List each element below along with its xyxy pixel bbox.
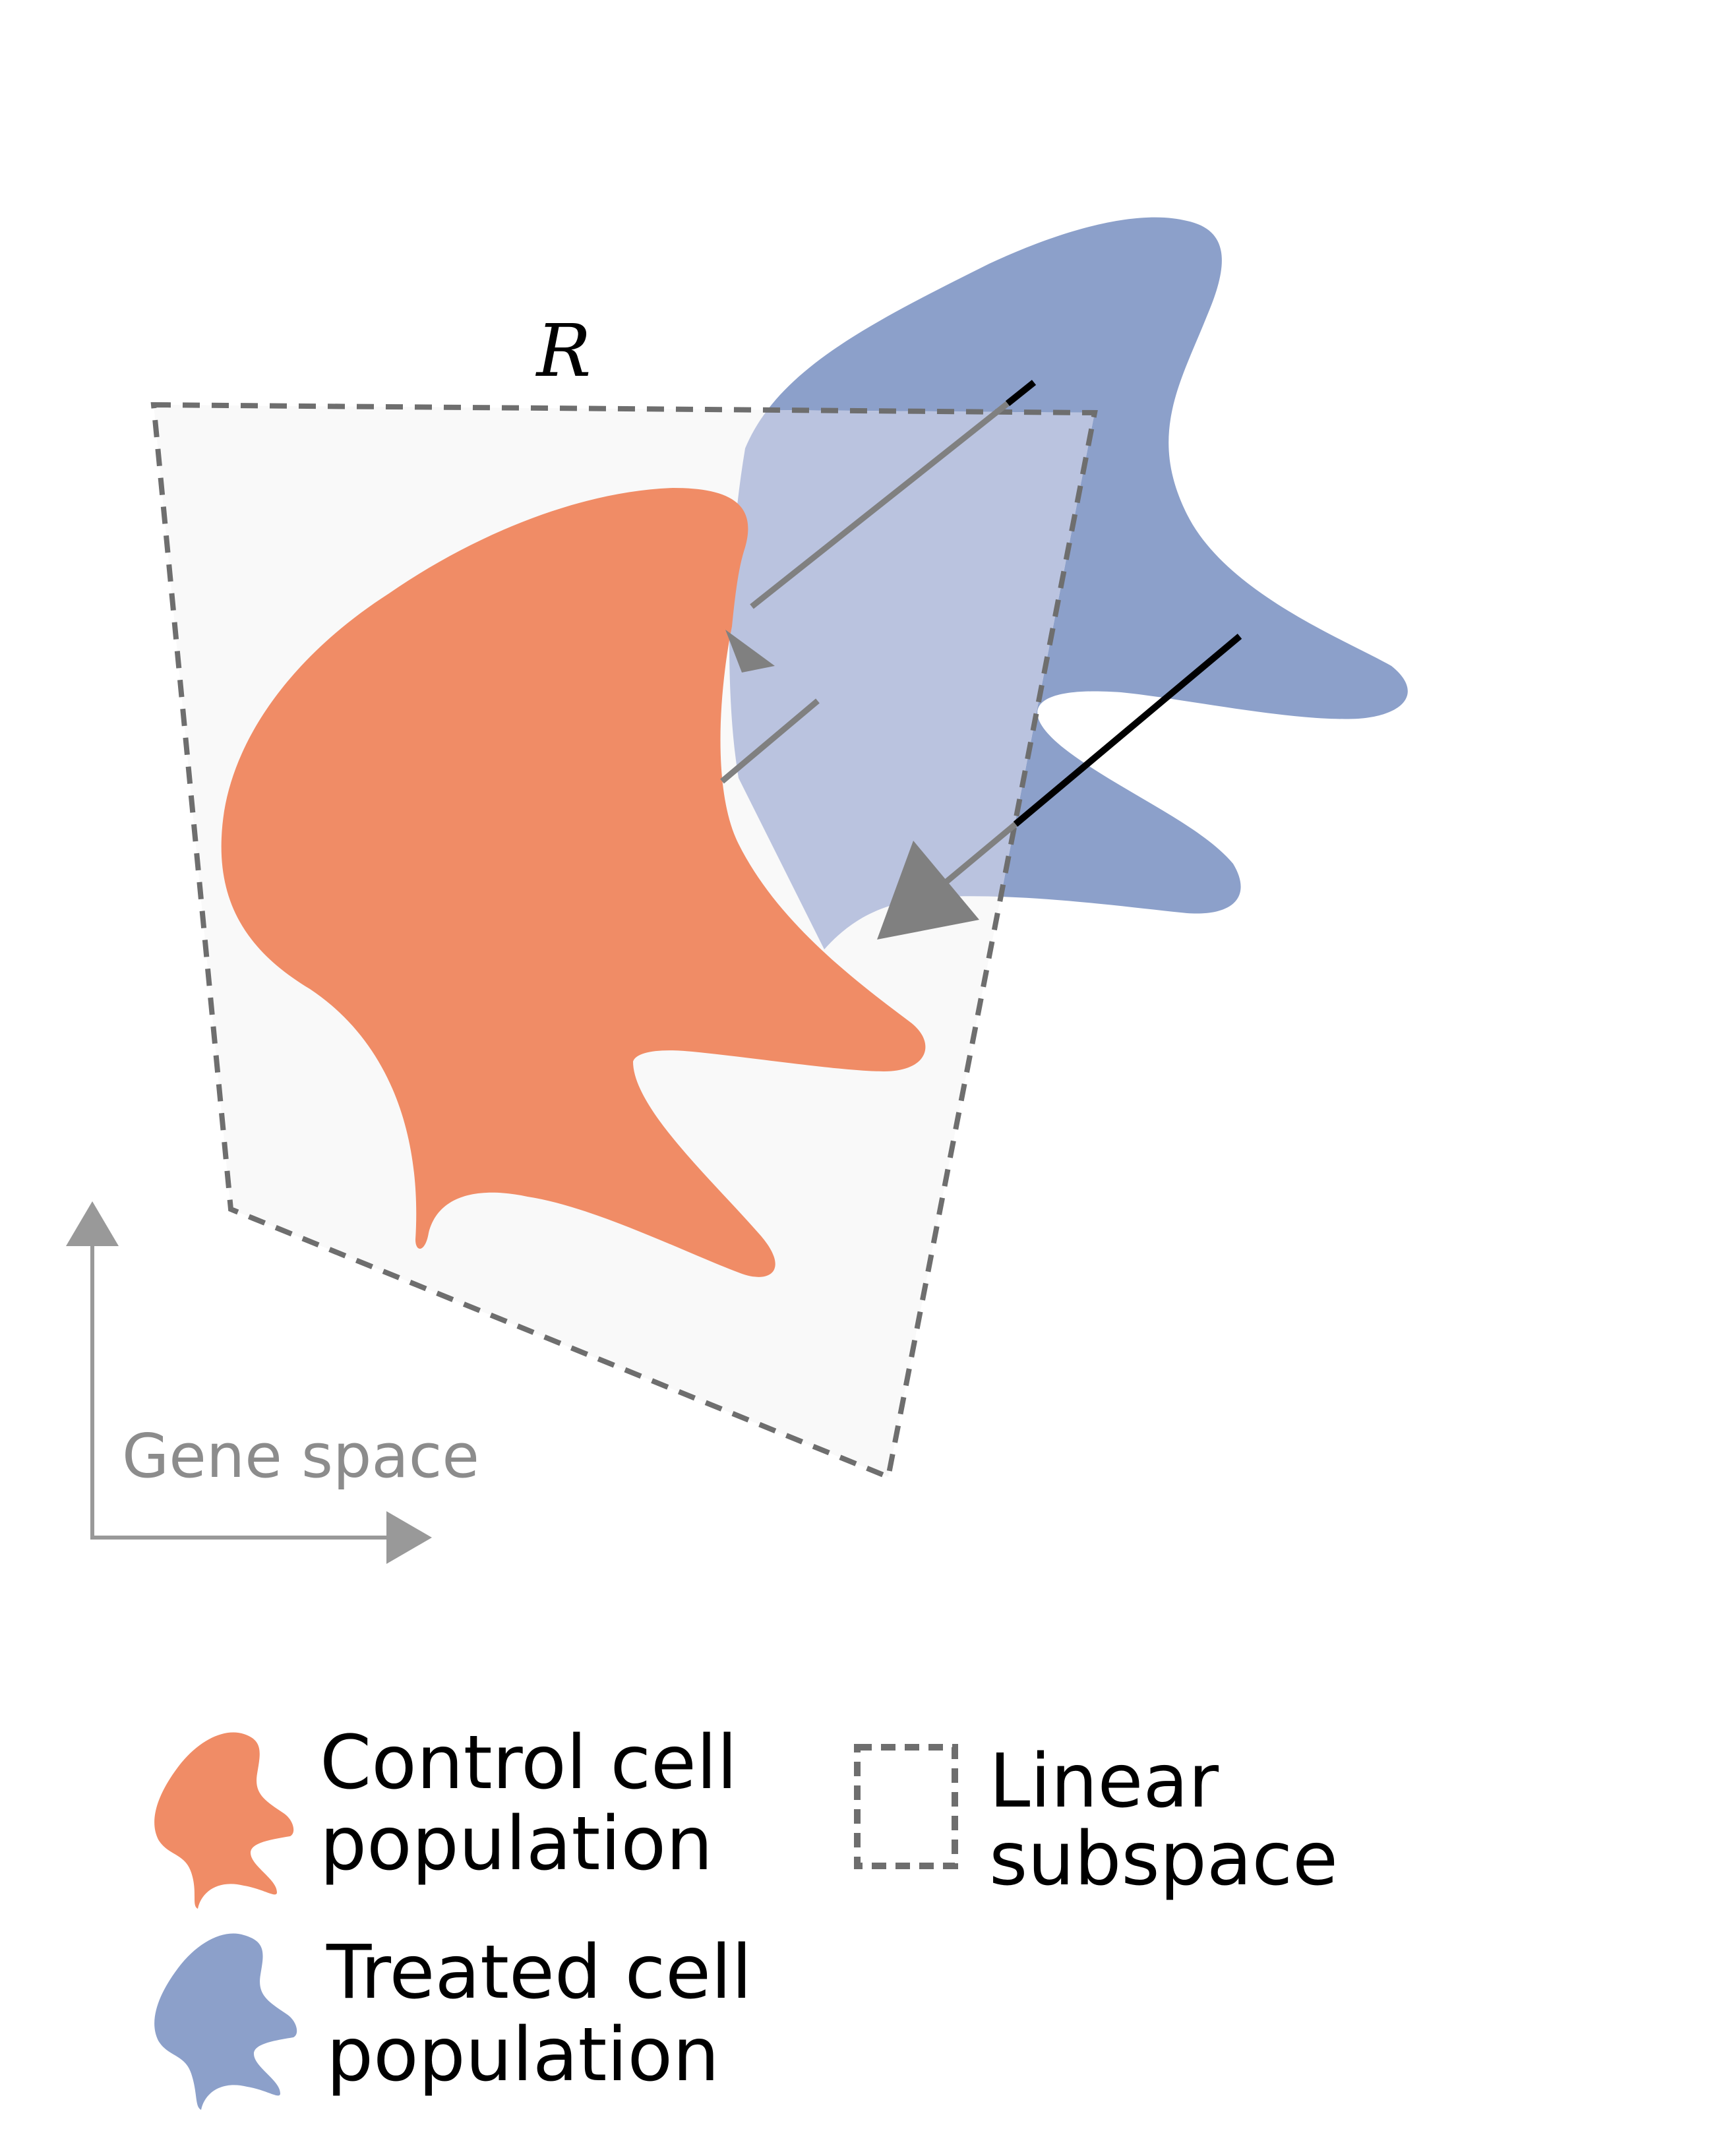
subspace-label: R <box>535 309 592 393</box>
control-cell-population <box>221 488 926 1277</box>
gene-space-label: Gene space <box>122 1421 479 1491</box>
legend-control-line2: population <box>320 1801 713 1887</box>
projection-arrow-lower-shaft <box>934 822 1017 893</box>
dashed-square-icon <box>854 1744 958 1869</box>
gene-space-y-arrowhead-icon <box>66 1201 119 1246</box>
legend-control-line1: Control cell <box>320 1720 737 1806</box>
projection-arrowhead-lower <box>877 841 979 940</box>
projection-arrow-lower-tail <box>720 698 820 784</box>
legend-subspace-line2: subspace <box>989 1816 1338 1902</box>
projection-ray-upper <box>1005 380 1037 406</box>
projection-arrowhead-upper <box>725 630 775 673</box>
linear-subspace-border <box>150 402 1098 1481</box>
legend-treated-line2: population <box>326 2012 719 2098</box>
control-blob-icon <box>154 1732 294 1909</box>
legend-subspace-line1: Linear <box>989 1739 1219 1824</box>
gene-space-x-arrowhead-icon <box>386 1511 432 1564</box>
legend-treated-line1: Treated cell <box>326 1930 752 2016</box>
projection-ray-lower <box>1013 634 1242 827</box>
treated-blob-icon <box>154 1933 297 2110</box>
projection-arrow-upper-shaft <box>750 401 1010 609</box>
